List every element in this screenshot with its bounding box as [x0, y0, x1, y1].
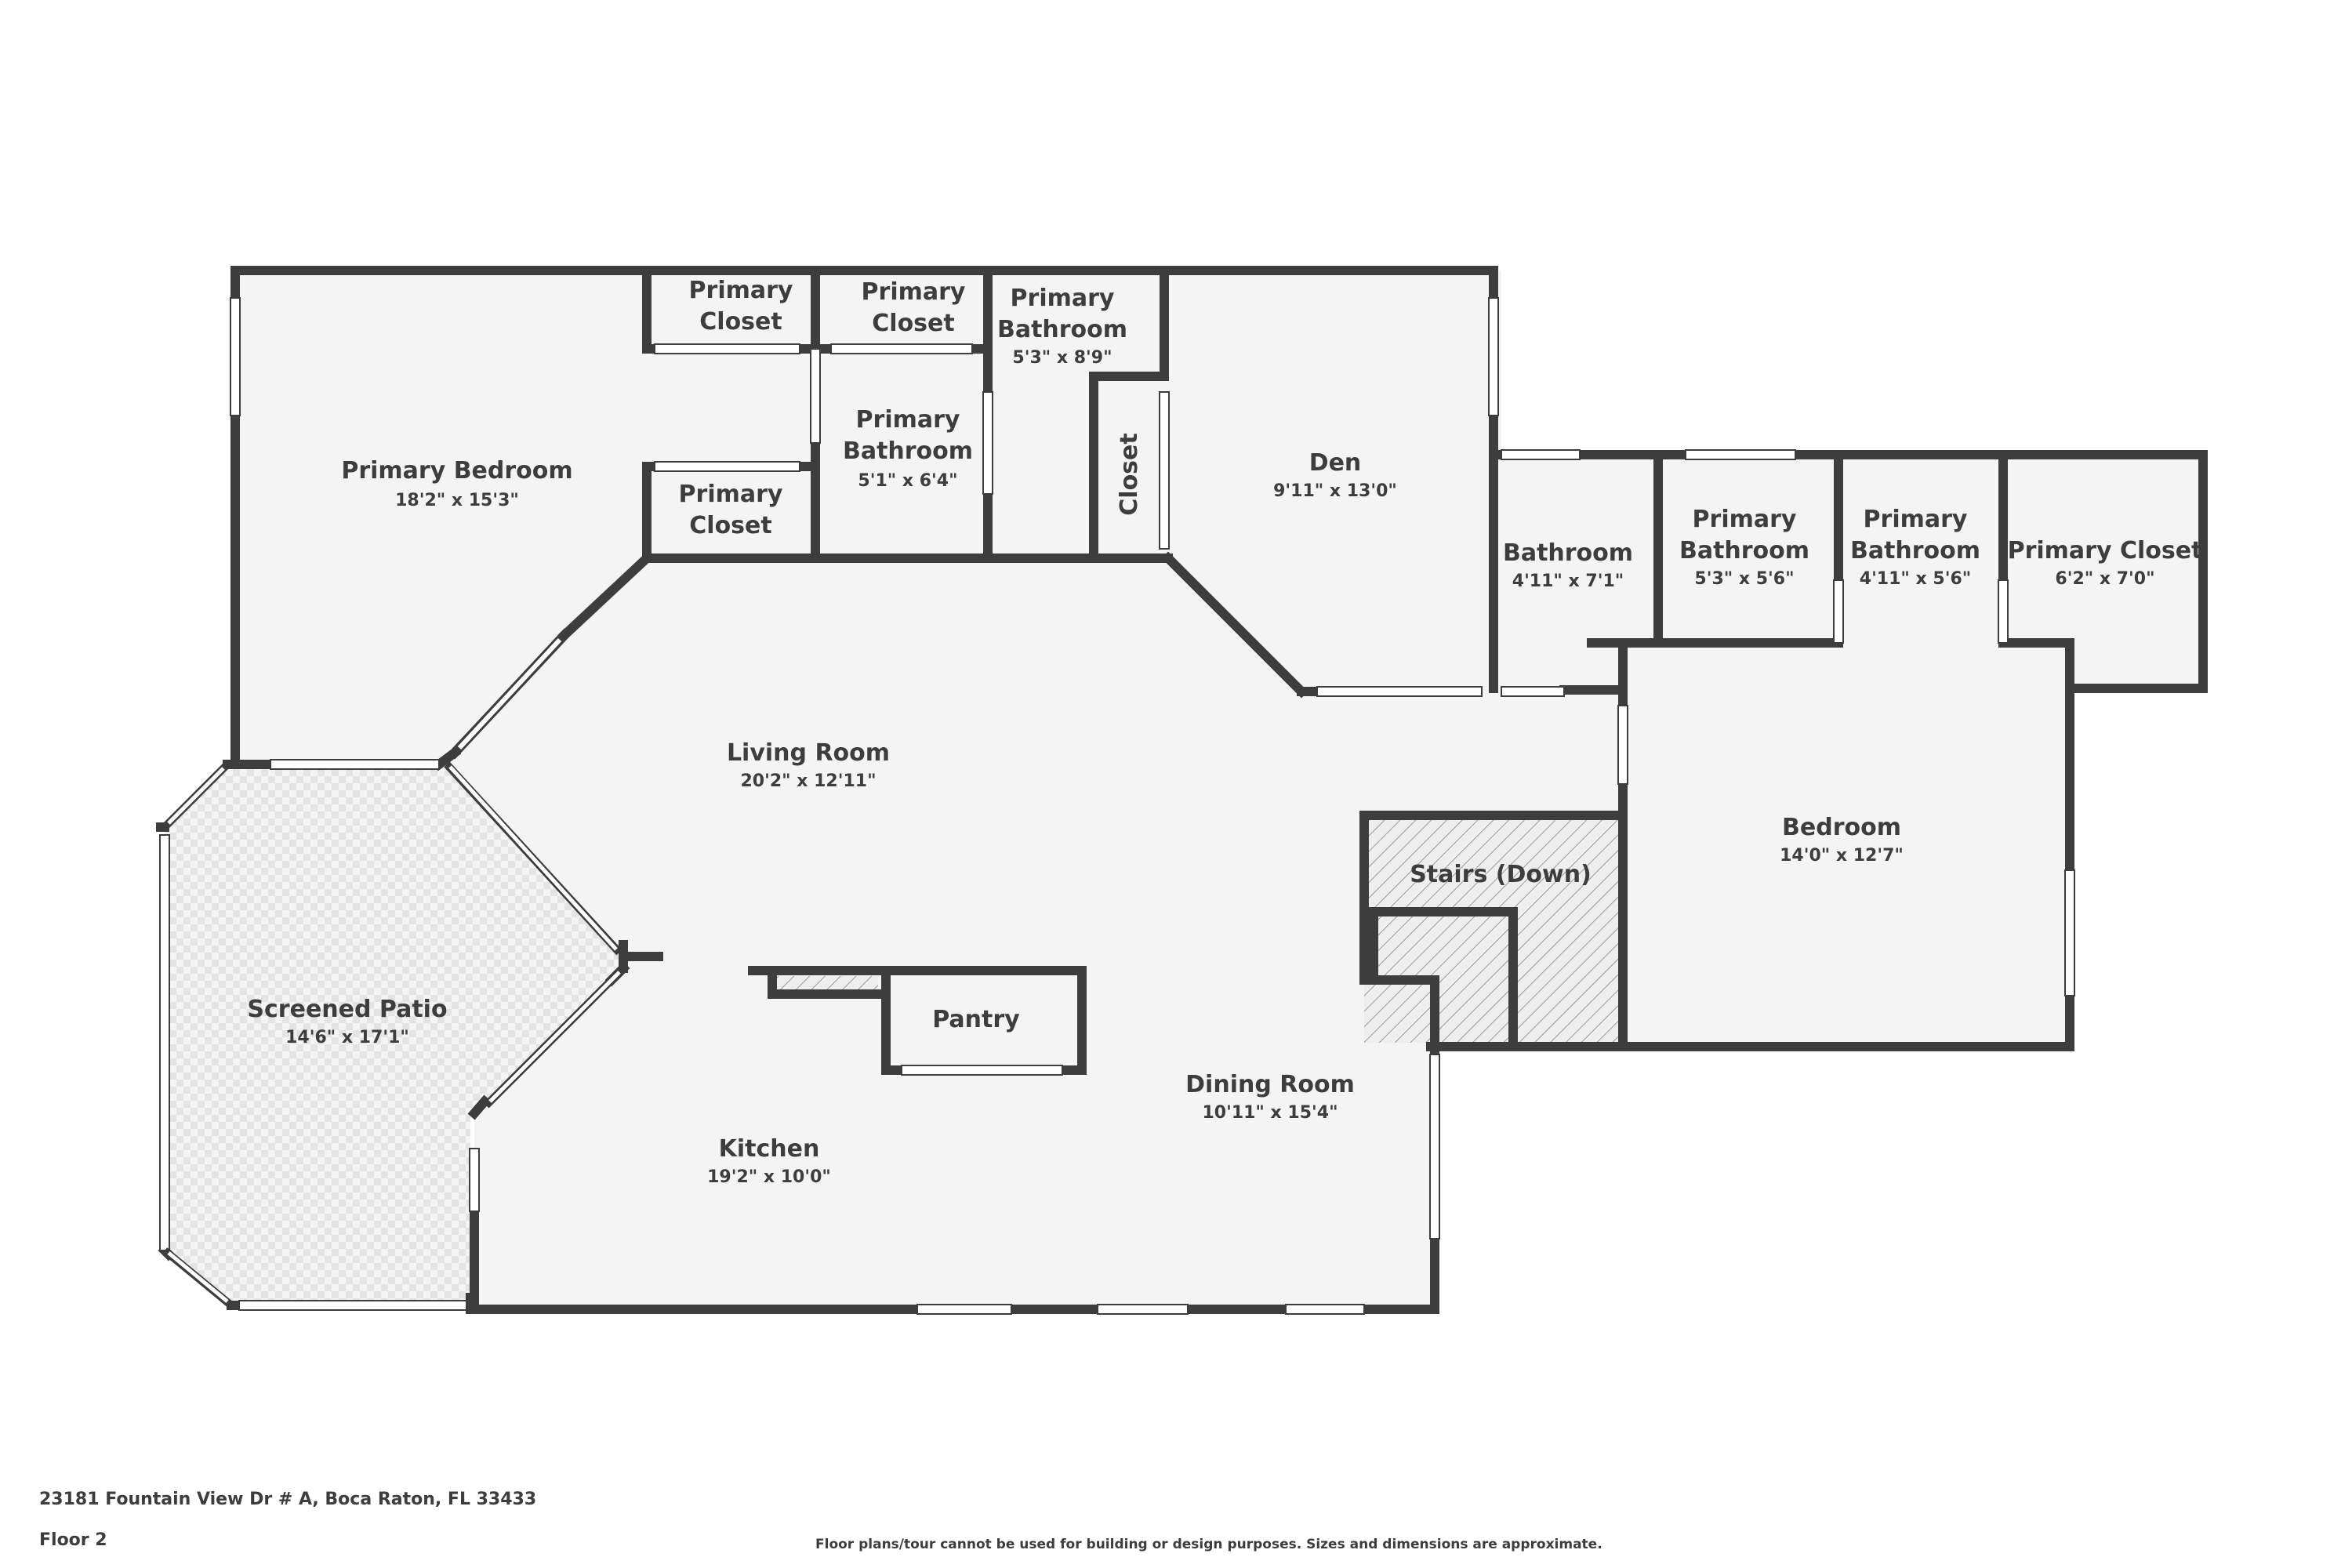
primary-closet-d-dim: 6'2" x 7'0" — [2055, 569, 2154, 589]
primary-closet-c-name-1: Primary — [679, 481, 783, 508]
primary-bathroom-a-dim: 5'3" x 8'9" — [1012, 348, 1112, 368]
stairs-hatch — [776, 815, 1623, 1043]
living-room-dim: 20'2" x 12'11" — [740, 771, 876, 791]
primary-bathroom-a-name-1: Primary — [1011, 285, 1115, 312]
stairs-name: Stairs (Down) — [1410, 861, 1592, 888]
primary-bedroom-name: Primary Bedroom — [341, 457, 572, 485]
primary-bathroom-c-name-2: Bathroom — [1679, 537, 1809, 564]
primary-bedroom-dim: 18'2" x 15'3" — [395, 491, 519, 510]
primary-bathroom-b-name-1: Primary — [856, 406, 960, 434]
bedroom-dim: 14'0" x 12'7" — [1780, 846, 1904, 866]
floor-fills — [235, 270, 2207, 1309]
property-address: 23181 Fountain View Dr # A, Boca Raton, … — [39, 1490, 537, 1509]
windows — [159, 297, 2075, 1315]
primary-bathroom-d-name-2: Bathroom — [1850, 537, 1980, 564]
room-labels: Primary Bedroom 18'2" x 15'3" Primary Cl… — [247, 277, 2202, 1187]
primary-bathroom-c-dim: 5'3" x 5'6" — [1694, 569, 1794, 589]
primary-closet-c-name-2: Closet — [689, 512, 771, 539]
closet-name: Closet — [1116, 433, 1143, 515]
primary-bathroom-b-name-2: Bathroom — [843, 437, 973, 465]
bathroom-name: Bathroom — [1503, 539, 1633, 567]
primary-closet-a-name-1: Primary — [689, 277, 793, 304]
dining-room-name: Dining Room — [1185, 1071, 1355, 1098]
bathroom-dim: 4'11" x 7'1" — [1512, 572, 1624, 591]
pantry-name: Pantry — [932, 1006, 1020, 1033]
primary-bathroom-c-name-1: Primary — [1693, 506, 1797, 533]
primary-bathroom-d-name-1: Primary — [1864, 506, 1968, 533]
screened-patio-floor — [165, 764, 623, 1305]
primary-bathroom-d-dim: 4'11" x 5'6" — [1860, 569, 1971, 589]
living-room-name: Living Room — [727, 739, 890, 767]
dining-room-dim: 10'11" x 15'4" — [1202, 1103, 1338, 1123]
disclaimer-text: Floor plans/tour cannot be used for buil… — [815, 1537, 1602, 1552]
floor-label: Floor 2 — [39, 1530, 107, 1550]
kitchen-name: Kitchen — [719, 1135, 820, 1163]
den-name: Den — [1309, 449, 1362, 477]
screened-patio-name: Screened Patio — [247, 996, 447, 1023]
primary-closet-d-name: Primary Closet — [2008, 537, 2203, 564]
den-dim: 9'11" x 13'0" — [1273, 481, 1397, 501]
bedroom-name: Bedroom — [1782, 814, 1901, 841]
kitchen-dim: 19'2" x 10'0" — [707, 1167, 831, 1187]
screened-patio-dim: 14'6" x 17'1" — [285, 1028, 409, 1047]
primary-closet-b-name-1: Primary — [862, 278, 966, 306]
primary-bathroom-b-dim: 5'1" x 6'4" — [858, 471, 957, 491]
primary-closet-a-name-2: Closet — [699, 308, 782, 336]
primary-bathroom-a-name-2: Bathroom — [997, 316, 1127, 343]
primary-closet-b-name-2: Closet — [872, 310, 954, 337]
window-diagonals — [162, 631, 626, 1308]
